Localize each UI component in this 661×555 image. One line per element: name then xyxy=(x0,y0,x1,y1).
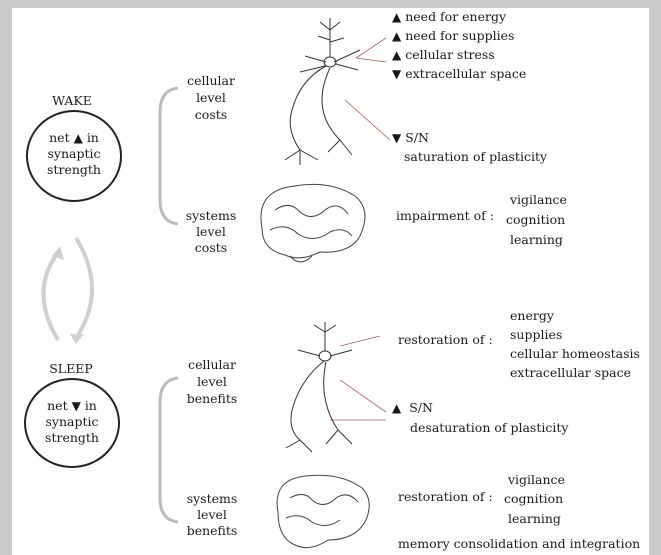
wake-impair-vigilance: vigilance xyxy=(510,192,567,207)
down-arrow-icon: ▼ xyxy=(392,67,402,81)
sleep-systems-benefits-2: level xyxy=(197,507,227,522)
sleep-circle xyxy=(24,378,120,468)
wake-impair-learning: learning xyxy=(510,232,563,247)
cycle-arrow-left xyxy=(41,248,62,342)
sleep-systems-benefits-3: benefits xyxy=(186,523,238,538)
down-arrow-icon: ▼ xyxy=(71,399,81,413)
wake-cellular-costs-2: level xyxy=(196,90,226,105)
sleep-synaptic: synaptic xyxy=(45,414,99,429)
wake-label: WAKE xyxy=(52,93,92,108)
sleep-cellular-benefits-2: level xyxy=(197,374,227,389)
sleep-cellular-benefits-1: cellular xyxy=(188,357,236,372)
wake-bracket xyxy=(158,86,179,226)
sleep-bracket xyxy=(158,376,179,524)
down-arrow-icon: ▼ xyxy=(392,131,402,145)
wake-impair-cognition: cognition xyxy=(506,212,566,227)
wake-impairment-label: impairment of : xyxy=(396,208,494,223)
wake-systems-costs-1: systems xyxy=(185,208,237,223)
wake-item-energy: ▲ need for energy xyxy=(392,9,507,24)
brain-icon-sleep xyxy=(276,474,370,549)
wake-cellular-costs-1: cellular xyxy=(187,73,235,88)
sleep-net-line: net ▼ in xyxy=(47,398,97,413)
sleep-memory: memory consolidation and integration xyxy=(398,536,641,551)
wake-strength: strength xyxy=(47,162,101,177)
sleep-restore-cognition: cognition xyxy=(504,491,564,506)
sleep-restore-energy: energy xyxy=(510,308,554,323)
sleep-cellular-benefits-3: benefits xyxy=(186,391,238,406)
neuron-icon-sleep xyxy=(285,322,353,453)
sleep-strength: strength xyxy=(45,430,99,445)
brain-icon-wake xyxy=(260,183,366,263)
wake-sn-detail: saturation of plasticity xyxy=(404,149,548,164)
up-arrow-icon: ▲ xyxy=(392,48,402,62)
up-arrow-icon: ▲ xyxy=(392,29,402,43)
sleep-restore-learning: learning xyxy=(508,511,561,526)
sleep-restoration-label-1: restoration of : xyxy=(398,332,493,347)
wake-net-line: net ▲ in xyxy=(49,130,99,145)
sleep-restore-vigilance: vigilance xyxy=(508,472,565,487)
sleep-label: SLEEP xyxy=(49,361,93,376)
sleep-restore-supplies: supplies xyxy=(510,327,563,342)
sleep-restore-homeostasis: cellular homeostasis xyxy=(510,346,640,361)
wake-sn: ▼ S/N xyxy=(392,130,429,145)
wake-item-stress: ▲ cellular stress xyxy=(392,47,495,62)
sleep-sn: ▲ S/N xyxy=(392,400,433,415)
sleep-restoration-label-2: restoration of : xyxy=(398,489,493,504)
cycle-arrow-right xyxy=(74,236,94,340)
sleep-systems-benefits-1: systems xyxy=(186,491,238,506)
sleep-sn-detail: desaturation of plasticity xyxy=(410,420,569,435)
diagram-panel xyxy=(12,8,649,555)
wake-circle xyxy=(26,110,122,202)
wake-systems-costs-3: costs xyxy=(194,240,228,255)
wake-item-supplies: ▲ need for supplies xyxy=(392,28,515,43)
sleep-restore-extracellular: extracellular space xyxy=(510,365,632,380)
wake-systems-costs-2: level xyxy=(196,224,226,239)
up-arrow-icon: ▲ xyxy=(392,401,402,415)
wake-item-extracellular: ▼ extracellular space xyxy=(392,66,527,81)
up-arrow-icon: ▲ xyxy=(392,10,402,24)
neuron-icon-wake xyxy=(284,18,361,165)
wake-cellular-costs-3: costs xyxy=(194,107,228,122)
up-arrow-icon: ▲ xyxy=(73,131,83,145)
wake-synaptic: synaptic xyxy=(47,146,101,161)
